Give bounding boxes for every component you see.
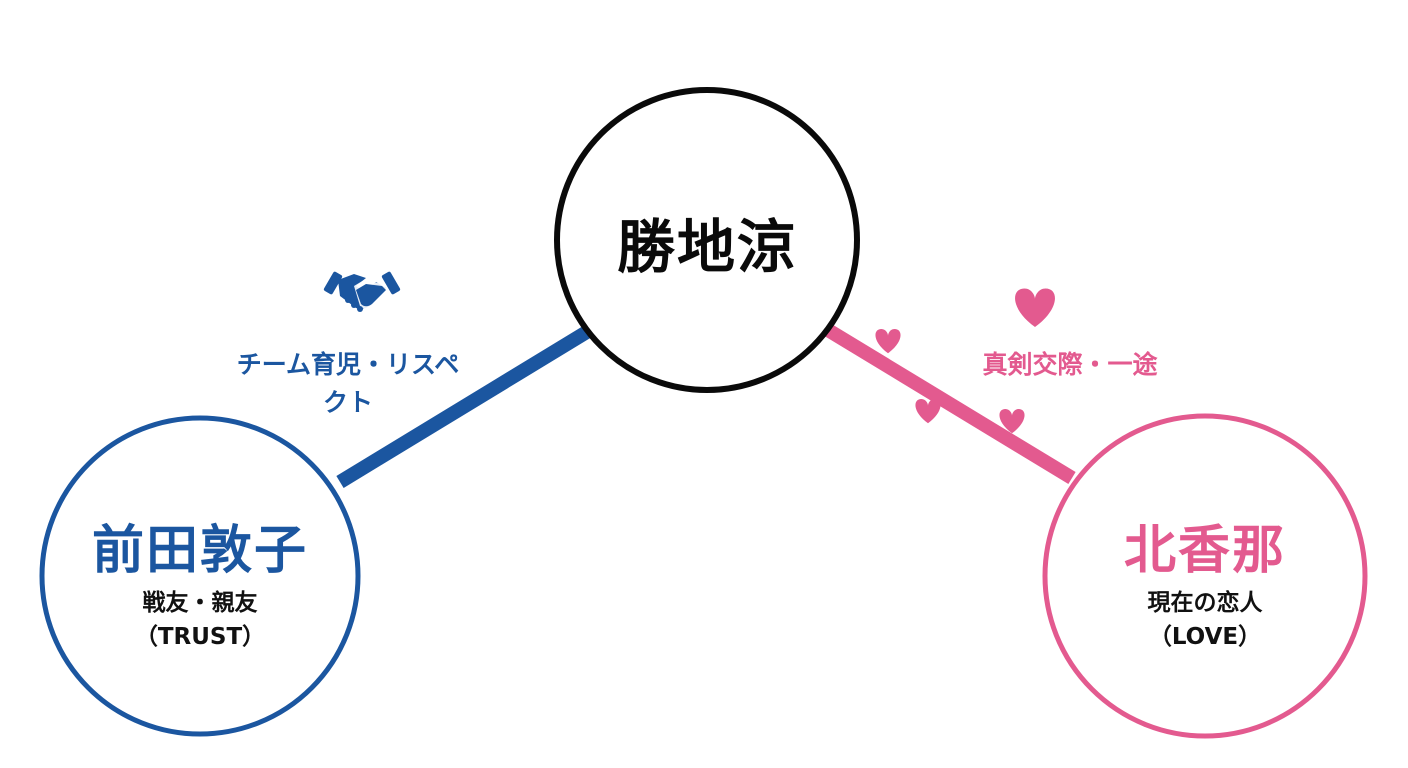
handshake-icon <box>323 271 401 312</box>
love-edge-label: 真剣交際・一途 <box>982 350 1158 379</box>
left-node-name: 前田敦子 <box>91 521 308 581</box>
love-connector-line <box>824 324 1076 484</box>
right-node-tag: （LOVE） <box>1148 624 1262 650</box>
center-node-name: 勝地涼 <box>616 213 797 281</box>
line-hearts <box>875 329 1025 434</box>
small-heart-icon <box>875 329 901 354</box>
small-heart-icon <box>999 409 1025 434</box>
right-node-name: 北香那 <box>1123 521 1286 581</box>
trust-connector-line <box>336 324 594 488</box>
left-node-circle[interactable] <box>39 415 361 737</box>
right-node-circle[interactable] <box>1042 413 1368 739</box>
right-node-description: 現在の恋人 （LOVE） <box>1045 586 1365 654</box>
small-heart-icon <box>915 399 941 424</box>
center-node-circle[interactable] <box>554 87 860 393</box>
left-node-description: 戦友・親友 （TRUST） <box>42 586 358 654</box>
heart-icon <box>1015 288 1055 327</box>
left-node-role: 戦友・親友 <box>142 590 258 616</box>
trust-edge-label: チーム育児・リスペクト <box>236 350 460 417</box>
right-node-role: 現在の恋人 <box>1147 590 1263 616</box>
left-node-tag: （TRUST） <box>134 624 266 650</box>
